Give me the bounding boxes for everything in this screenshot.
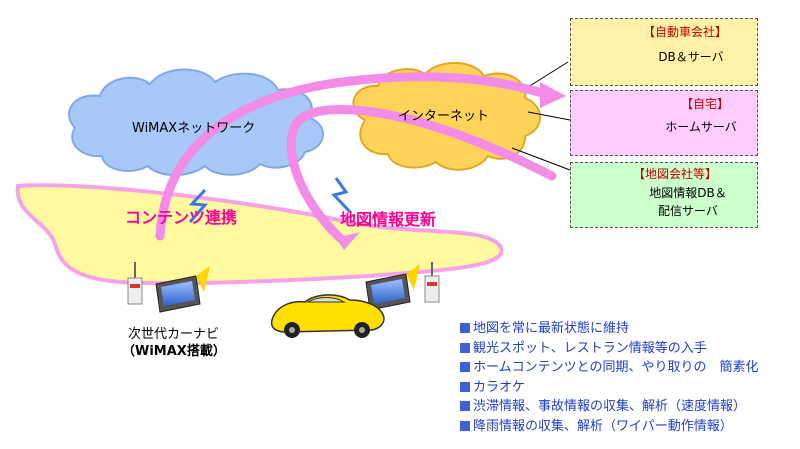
content-sync-arrow xyxy=(155,72,566,241)
home-tag: 【自宅】 xyxy=(681,97,730,111)
internet-cloud xyxy=(352,61,541,171)
feature-item: 観光スポット、レストラン情報等の入手 xyxy=(460,339,758,359)
map-update-label: 地図情報更新 xyxy=(340,210,437,229)
wimax-cloud xyxy=(68,68,325,176)
map-company-name-line2: 配信サーバ xyxy=(658,204,718,218)
road-band xyxy=(15,183,504,286)
bullet-square-icon xyxy=(460,323,470,333)
feature-list: 地図を常に最新状態に維持 観光スポット、レストラン情報等の入手 ホームコンテンツ… xyxy=(460,319,758,436)
home-name: ホームサーバ xyxy=(665,120,737,134)
bullet-square-icon xyxy=(460,420,470,431)
bullet-square-icon xyxy=(460,381,470,392)
feature-item: 降雨情報の収集、解析（ワイパー動作情報） xyxy=(460,417,758,437)
car-navi-caption-line2: （WiMAX搭載） xyxy=(122,344,226,359)
feature-item: 渋滞情報、事故情報の収集、解析（速度情報） xyxy=(460,397,758,417)
feature-item: ホームコンテンツとの同期、やり取りの 簡素化 xyxy=(460,358,758,378)
map-company-name-line1: 地図情報DB＆ xyxy=(649,186,727,200)
bullet-square-icon xyxy=(460,342,470,353)
signal-lightning-icon xyxy=(331,177,352,214)
internet-label: インターネット xyxy=(398,109,490,124)
automaker-server-box: 【自動車会社】 DB＆サーバ xyxy=(570,18,758,86)
wimax-network-label: WiMAXネットワーク xyxy=(132,121,256,136)
car-icon xyxy=(270,294,385,338)
map-update-arrow xyxy=(286,105,557,250)
content-sync-label: コンテンツ連携 xyxy=(125,208,238,227)
car-navi-device-icon xyxy=(155,266,210,313)
bullet-square-icon xyxy=(460,401,470,411)
car-navi-caption-line1: 次世代カーナビ xyxy=(128,327,220,342)
antenna-right-icon xyxy=(424,262,440,303)
signal-lightning-icon xyxy=(188,188,209,223)
home-server-box: 【自宅】 ホームサーバ xyxy=(570,90,758,156)
line-to-mapco xyxy=(511,147,571,171)
car-navi-device-icon xyxy=(365,264,420,311)
automaker-name: DB＆サーバ xyxy=(658,50,724,64)
bullet-square-icon xyxy=(460,362,470,372)
map-company-tag: 【地図会社等】 xyxy=(633,167,718,181)
feature-item: カラオケ xyxy=(460,378,758,398)
map-company-server-box: 【地図会社等】 地図情報DB＆ 配信サーバ xyxy=(570,162,758,228)
line-to-home xyxy=(527,111,571,121)
feature-item: 地図を常に最新状態に維持 xyxy=(460,319,758,339)
antenna-left-icon xyxy=(127,262,143,305)
automaker-tag: 【自動車会社】 xyxy=(643,25,728,39)
